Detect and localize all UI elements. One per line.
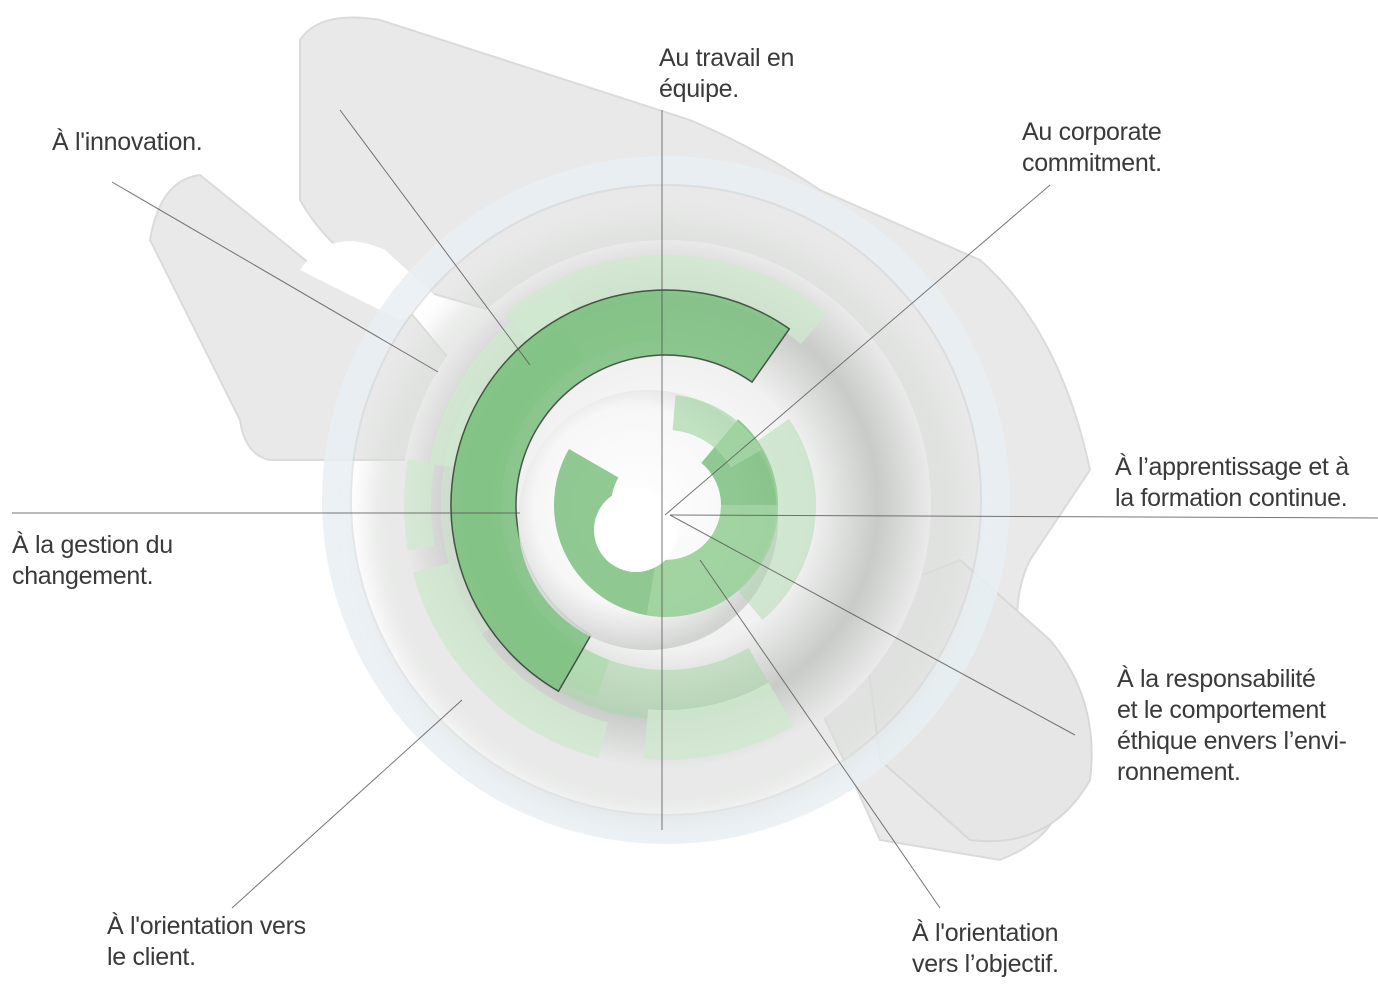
label-commitment: Au corporate commitment. [1022,117,1162,179]
label-teamwork-line-2: équipe. [659,74,794,105]
label-client-line-2: le client. [107,942,306,973]
label-commitment-line-2: commitment. [1022,148,1162,179]
label-responsibility-line-3: éthique envers l’envi- [1117,726,1347,757]
label-learning: À l’apprentissage et à la formation cont… [1115,452,1349,514]
label-objective: À l'orientation vers l’objectif. [912,918,1059,980]
label-client: À l'orientation vers le client. [107,911,306,973]
label-learning-line-1: À l’apprentissage et à [1115,452,1349,483]
label-innovation: À l'innovation. [52,127,202,158]
label-teamwork-line-1: Au travail en [659,43,794,74]
leader-client [232,700,462,908]
label-learning-line-2: la formation continue. [1115,483,1349,514]
label-responsibility-line-4: ronnement. [1117,757,1347,788]
label-innovation-line-1: À l'innovation. [52,127,202,158]
label-teamwork: Au travail en équipe. [659,43,794,105]
label-change-line-1: À la gestion du [12,530,173,561]
ring-segment-outer-left [404,460,435,551]
label-responsibility: À la responsabilité et le comportement é… [1117,664,1347,788]
center-hole [594,488,678,572]
label-objective-line-2: vers l’objectif. [912,949,1059,980]
label-responsibility-line-1: À la responsabilité [1117,664,1347,695]
label-commitment-line-1: Au corporate [1022,117,1162,148]
label-change-line-2: changement. [12,561,173,592]
label-responsibility-line-2: et le comportement [1117,695,1347,726]
label-client-line-1: À l'orientation vers [107,911,306,942]
label-objective-line-1: À l'orientation [912,918,1059,949]
label-change: À la gestion du changement. [12,530,173,592]
